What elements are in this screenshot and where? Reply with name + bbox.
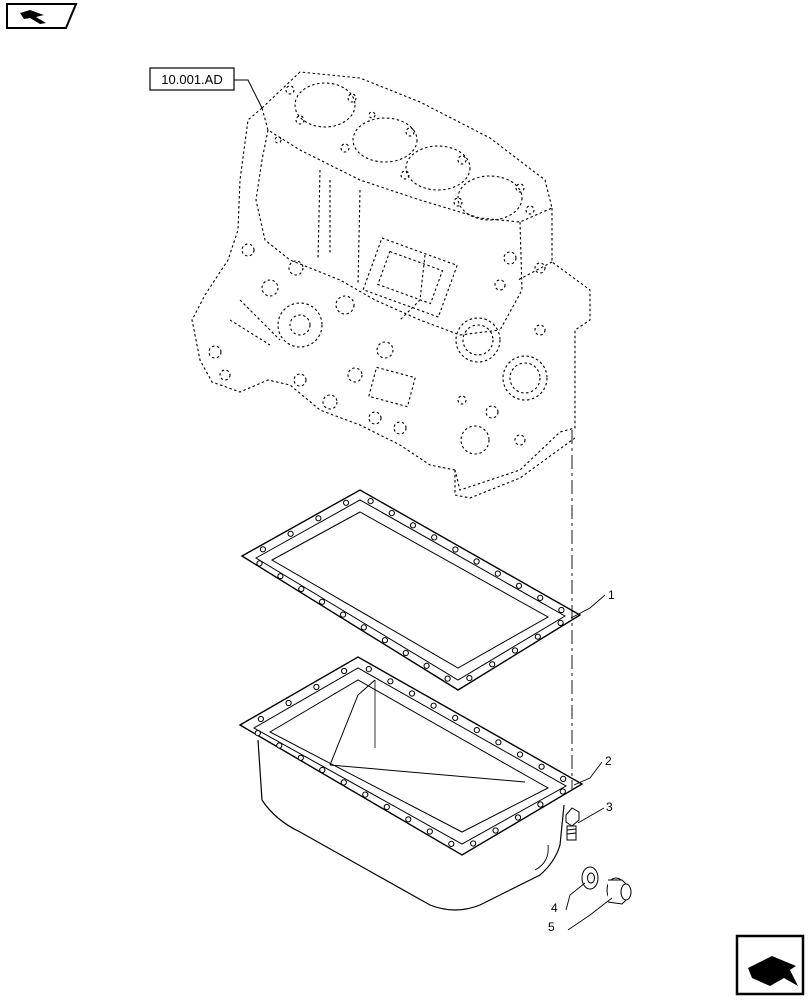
bolt-hole	[495, 739, 502, 746]
oil-pan-gasket	[240, 489, 582, 691]
bolt-hole	[514, 814, 522, 821]
bolt-hole	[448, 840, 455, 848]
bolt-hole	[559, 788, 566, 795]
callout-leaders	[565, 594, 613, 931]
bolt-hole	[430, 702, 437, 709]
bolt-hole	[405, 816, 412, 823]
bolt-hole	[470, 840, 477, 847]
callout-3: 3	[606, 800, 613, 814]
bolt-hole	[360, 624, 367, 631]
bolt-hole	[516, 751, 524, 758]
bolt-hole	[277, 573, 284, 580]
bolt-hole	[408, 690, 416, 697]
engine-block-phantom	[191, 71, 591, 499]
bolt-hole	[537, 801, 544, 808]
bolt-hole	[259, 546, 266, 553]
bolt-hole	[285, 699, 292, 707]
bolt-hole	[297, 754, 304, 761]
bolt-hole	[276, 742, 283, 749]
bolt-hole	[489, 661, 496, 668]
bolt-hole	[515, 582, 523, 589]
bolt-hole	[557, 619, 564, 627]
reference-link[interactable]: 10.001.AD	[149, 67, 235, 91]
bolt-hole	[362, 791, 369, 798]
next-page-button[interactable]	[735, 934, 805, 996]
previous-page-button[interactable]	[6, 3, 78, 29]
bolt-hole	[402, 649, 409, 657]
bolt-hole	[387, 678, 394, 685]
bolt-hole	[511, 647, 519, 654]
callout-5: 5	[548, 920, 555, 934]
bolt-hole	[319, 598, 326, 605]
oil-pan	[238, 656, 584, 911]
reference-label: 10.001.AD	[161, 72, 222, 87]
bolt-hole	[452, 546, 459, 553]
previous-page-arrow-icon	[20, 10, 46, 24]
callout-1: 1	[608, 588, 615, 602]
bolt-hole	[538, 763, 545, 770]
drain-plug	[606, 877, 632, 905]
bolt-hole	[534, 633, 541, 640]
bolt-hole	[383, 803, 390, 811]
bolt-hole	[381, 637, 388, 644]
bolt-hole	[313, 683, 320, 691]
bolt-hole	[256, 560, 263, 567]
bolt-hole	[287, 530, 294, 537]
bolt-hole	[341, 667, 348, 675]
bolt-hole	[343, 499, 350, 506]
callout-4: 4	[551, 901, 558, 915]
bolt-hole	[367, 498, 374, 505]
bolt-hole	[473, 558, 480, 565]
bolt-hole	[257, 715, 264, 723]
bolt-hole	[558, 606, 565, 614]
screw	[565, 807, 580, 841]
bolt-hole	[426, 828, 433, 835]
bolt-hole	[409, 522, 417, 529]
bolt-hole	[494, 570, 501, 577]
bolt-hole	[431, 534, 438, 541]
bolt-hole	[319, 766, 326, 774]
bolt-hole	[537, 594, 544, 602]
bolt-hole	[365, 666, 372, 673]
bolt-hole	[315, 515, 322, 522]
bolt-hole	[560, 775, 567, 783]
bolt-hole	[473, 727, 480, 734]
bolt-hole	[340, 611, 347, 618]
bolt-hole	[340, 779, 347, 786]
bolt-hole	[444, 675, 451, 682]
washer	[581, 866, 599, 890]
bolt-hole	[254, 730, 261, 737]
bolt-hole	[466, 675, 473, 682]
bolt-hole	[492, 827, 499, 834]
bolt-hole	[298, 585, 305, 593]
bolt-hole	[423, 662, 430, 669]
next-page-arrow-icon	[748, 956, 798, 986]
callout-2: 2	[605, 754, 612, 768]
bolt-hole	[388, 509, 395, 517]
bolt-hole	[452, 714, 459, 722]
